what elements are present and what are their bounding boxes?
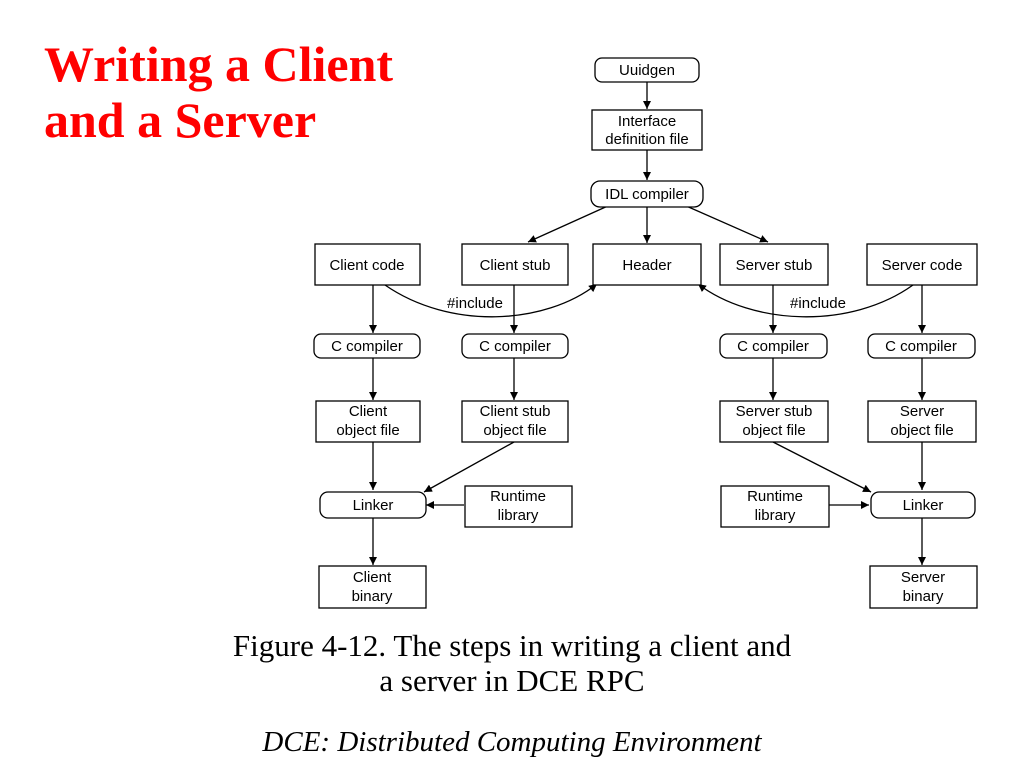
node-uuidgen: Uuidgen	[594, 57, 700, 83]
node-interface-file: Interface definition file	[591, 109, 703, 151]
edge-client-code-include-header	[384, 283, 598, 318]
node-uuidgen-label: Uuidgen	[619, 62, 675, 79]
node-server-stub-object-file-line-1: Server stub	[736, 403, 813, 420]
node-runtime-library-server-line-1: Runtime	[747, 488, 803, 505]
node-client-code-label: Client code	[329, 257, 404, 274]
edge-client-stub-object-linker	[423, 441, 515, 493]
node-c-compiler-server: C compiler	[867, 333, 976, 359]
node-client-object-file-line-1: Client	[349, 403, 388, 420]
node-client-object-file: Client object file	[315, 400, 421, 443]
node-client-stub-object-file-line-1: Client stub	[480, 403, 551, 420]
node-server-stub-label: Server stub	[736, 257, 813, 274]
figure-caption-line-1: Figure 4-12. The steps in writing a clie…	[232, 628, 792, 663]
node-linker-server: Linker	[870, 491, 976, 519]
node-c-compiler-client-label: C compiler	[331, 338, 403, 355]
node-c-compiler-server-label: C compiler	[885, 338, 957, 355]
node-client-binary-line-2: binary	[352, 588, 393, 605]
node-client-stub-object-file-line-2: object file	[483, 422, 546, 439]
node-client-binary-line-1: Client	[353, 569, 392, 586]
node-interface-file-line-1: Interface	[618, 113, 676, 130]
edge-server-stub-object-linker	[772, 441, 872, 493]
node-server-object-file: Server object file	[867, 400, 977, 443]
figure-caption-line-2: a server in DCE RPC	[379, 663, 645, 698]
include-label-right: #include	[790, 295, 846, 312]
node-header: Header	[592, 243, 702, 286]
node-c-compiler-client-stub-label: C compiler	[479, 338, 551, 355]
node-server-object-file-line-1: Server	[900, 403, 944, 420]
node-server-binary-line-2: binary	[903, 588, 944, 605]
footnote-text: DCE: Distributed Computing Environment	[262, 726, 762, 758]
node-client-object-file-line-2: object file	[336, 422, 399, 439]
edge-server-code-include-header	[697, 283, 914, 318]
node-c-compiler-server-stub: C compiler	[719, 333, 828, 359]
node-server-code: Server code	[866, 243, 978, 286]
slide-title-line-2: and a Server	[44, 92, 317, 148]
node-client-stub-label: Client stub	[480, 257, 551, 274]
node-server-stub-object-file: Server stub object file	[719, 400, 829, 443]
include-label-left: #include	[447, 295, 503, 312]
node-runtime-library-client-line-2: library	[498, 507, 539, 524]
edge-idl-server-stub	[683, 204, 769, 243]
node-server-code-label: Server code	[882, 257, 963, 274]
node-linker-client: Linker	[319, 491, 427, 519]
node-client-stub: Client stub	[461, 243, 569, 286]
node-server-binary-line-1: Server	[901, 569, 945, 586]
node-c-compiler-server-stub-label: C compiler	[737, 338, 809, 355]
node-idl-compiler: IDL compiler	[590, 180, 704, 208]
node-linker-server-label: Linker	[903, 497, 944, 514]
diagram-edges	[369, 82, 926, 565]
node-interface-file-line-2: definition file	[605, 131, 688, 148]
dce-build-diagram: Uuidgen Interface definition file IDL co…	[313, 57, 978, 609]
node-runtime-library-server: Runtime library	[720, 485, 830, 528]
node-server-stub-object-file-line-2: object file	[742, 422, 805, 439]
node-runtime-library-server-line-2: library	[755, 507, 796, 524]
node-client-binary: Client binary	[318, 565, 427, 609]
node-runtime-library-client: Runtime library	[464, 485, 573, 528]
node-server-binary: Server binary	[869, 565, 978, 609]
figure-caption: Figure 4-12. The steps in writing a clie…	[0, 628, 1024, 698]
slide-title-line-1: Writing a Client	[44, 36, 394, 92]
node-c-compiler-client: C compiler	[313, 333, 421, 359]
node-server-stub: Server stub	[719, 243, 829, 286]
node-client-stub-object-file: Client stub object file	[461, 400, 569, 443]
node-idl-compiler-label: IDL compiler	[605, 186, 689, 203]
node-client-code: Client code	[314, 243, 421, 286]
node-c-compiler-client-stub: C compiler	[461, 333, 569, 359]
edge-idl-client-stub	[527, 204, 611, 243]
node-header-label: Header	[622, 257, 671, 274]
slide-title: Writing a Client and a Server	[44, 36, 464, 148]
node-runtime-library-client-line-1: Runtime	[490, 488, 546, 505]
node-server-object-file-line-2: object file	[890, 422, 953, 439]
footnote: DCE: Distributed Computing Environment	[0, 725, 1024, 760]
node-linker-client-label: Linker	[353, 497, 394, 514]
